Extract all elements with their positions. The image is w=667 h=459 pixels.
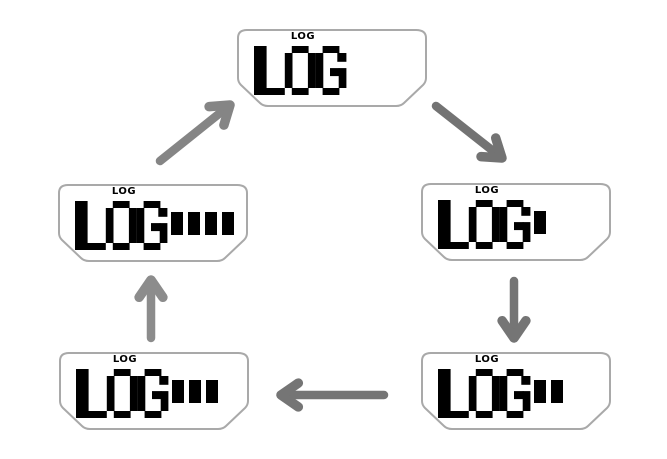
signal-bars [172,380,218,403]
log-indicator-label: LOG [112,354,138,365]
bar-segment [205,212,217,235]
bar-segment [206,380,218,403]
log-indicator-label: LOG [290,31,316,42]
log-segment-text [76,369,169,418]
lcd-panel-log-4: LOG [58,184,248,264]
bar-segment [188,212,200,235]
bar-segment [171,212,183,235]
lcd-panel-log-3: LOG [59,352,249,432]
signal-bars [534,380,563,403]
log-segment-text [75,201,168,250]
log-indicator-label: LOG [111,186,137,197]
bar-segment [172,380,184,403]
arrow-log-0-to-log-1 [431,101,507,163]
signal-bars [171,212,234,235]
lcd-panel-log-0: LOG [237,29,427,109]
arrow-log-2-to-log-3 [276,378,389,412]
bar-segment [222,212,234,235]
signal-bars [534,211,546,234]
arrow-log-4-to-log-0 [155,100,235,166]
bar-segment [551,380,563,403]
lcd-panel-log-1: LOG [421,183,611,263]
log-segment-text [254,46,347,95]
arrow-log-3-to-log-4 [134,275,168,343]
arrow-log-1-to-log-2 [497,276,531,343]
lcd-panel-log-2: LOG [421,352,611,432]
bar-segment [534,380,546,403]
log-segment-text [438,200,531,249]
log-indicator-label: LOG [474,185,500,196]
log-segment-text [438,369,531,418]
bar-segment [189,380,201,403]
bar-segment [534,211,546,234]
log-indicator-label: LOG [474,354,500,365]
